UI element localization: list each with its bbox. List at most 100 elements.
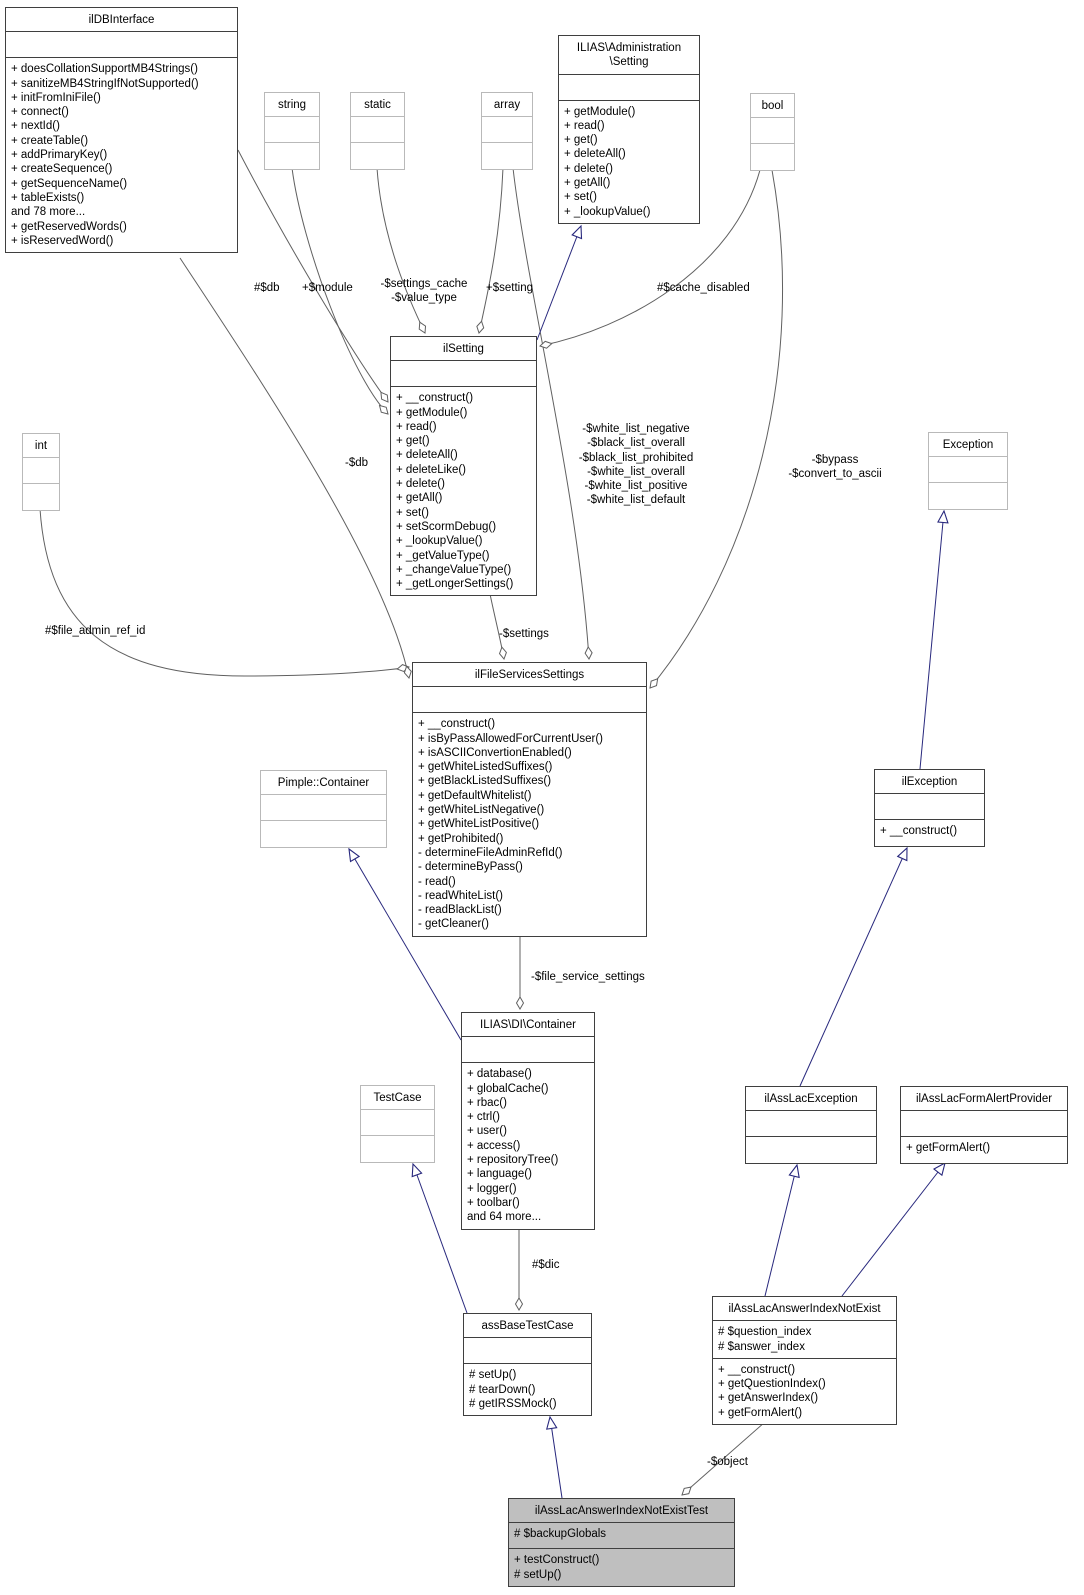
edge-label-setting: +$setting <box>486 282 533 294</box>
method: + getBlackListedSuffixes() <box>418 775 552 788</box>
class-box-string[interactable]: string <box>264 92 320 171</box>
method: - read() <box>418 875 456 888</box>
class-box-administration-setting[interactable]: ILIAS\Administration\Setting+ getModule(… <box>558 35 700 224</box>
class-box-di-container[interactable]: ILIAS\DI\Container+ database()+ globalCa… <box>461 1012 595 1230</box>
class-box-exception[interactable]: Exception <box>928 432 1008 511</box>
method: + getFormAlert() <box>906 1142 991 1155</box>
class-box-ilasslacexception[interactable]: ilAssLacException <box>745 1086 877 1165</box>
edge-label-settings: -$settings <box>499 628 549 640</box>
method-compartment: + database()+ globalCache()+ rbac()+ ctr… <box>462 1063 594 1228</box>
method: # tearDown() <box>469 1383 536 1396</box>
class-box-ildbinterface[interactable]: ilDBInterface + doesCollationSupportMB4St… <box>5 7 238 254</box>
class-title: Pimple::Container <box>261 771 386 796</box>
method: + set() <box>564 191 597 204</box>
edge-label-white-lists: -$white_list_negative-$black_list_overal… <box>565 422 707 508</box>
edge-label-object: -$object <box>707 1456 748 1468</box>
class-box-bool[interactable]: bool <box>750 93 795 172</box>
attribute-compartment <box>875 794 984 821</box>
class-title: ilDBInterface <box>6 8 237 33</box>
class-title: bool <box>751 94 794 119</box>
method: + doesCollationSupportMB4Strings() <box>11 63 198 76</box>
class-title: ilAssLacAnswerIndexNotExistTest <box>509 1499 734 1524</box>
edge-label-dic: #$dic <box>532 1259 560 1271</box>
inherit-answerindexnotexist-formalertprovider <box>841 1161 946 1297</box>
edge-label-line: -$black_list_prohibited <box>578 451 694 464</box>
method: # setUp() <box>469 1369 517 1382</box>
class-box-ilasslacanswerindexnotexist[interactable]: ilAssLacAnswerIndexNotExist # $question_i… <box>712 1296 897 1426</box>
method: + setScormDebug() <box>396 520 497 533</box>
method: + isReservedWord() <box>11 234 114 247</box>
edge-label-cache-disabled: #$cache_disabled <box>657 282 750 294</box>
class-title-line: ILIAS\Administration <box>576 42 682 54</box>
attribute-compartment <box>462 1037 594 1064</box>
method-compartment: # setUp()# tearDown()# getIRSSMock() <box>464 1364 591 1415</box>
attribute-compartment <box>351 117 404 144</box>
inherit-ilsetting-administrationsetting <box>536 224 583 341</box>
method: # setUp() <box>514 1568 562 1581</box>
method: and 64 more... <box>467 1211 542 1224</box>
method: + testConstruct() <box>514 1554 600 1567</box>
edge-label-line: -$value_type <box>391 292 457 305</box>
class-title: ILIAS\Administration\Setting <box>559 36 699 75</box>
class-box-ilexception[interactable]: ilException+ __construct() <box>874 769 985 848</box>
method: + isByPassAllowedForCurrentUser() <box>418 732 604 745</box>
class-box-array[interactable]: array <box>481 92 533 171</box>
class-title: static <box>351 93 404 118</box>
class-box-ilasslacformalertprovider[interactable]: ilAssLacFormAlertProvider+ getFormAlert(… <box>900 1086 1068 1165</box>
class-box-int[interactable]: int <box>22 433 60 512</box>
method: + getAll() <box>564 177 611 190</box>
method: + getReservedWords() <box>11 220 127 233</box>
method: + _getLongerSettings() <box>396 578 514 591</box>
edge-label-line: -$white_list_negative <box>582 423 690 435</box>
method: + repositoryTree() <box>467 1154 559 1167</box>
class-box-ilsetting[interactable]: ilSetting+ __construct()+ getModule()+ r… <box>390 336 537 597</box>
method-compartment <box>751 144 794 170</box>
inherit-ilasslacexception-ilexception <box>799 846 908 1087</box>
method: + createSequence() <box>11 163 113 176</box>
edge-label-bypass: -$bypass-$convert_to_ascii <box>780 453 890 482</box>
inherit-test-assbasetestcase <box>545 1415 563 1499</box>
method: + getAnswerIndex() <box>718 1392 819 1405</box>
edge-label-line: -$white_list_overall <box>587 465 685 478</box>
edge-label-file-service-settings: -$file_service_settings <box>531 971 645 983</box>
attribute-compartment <box>746 1111 876 1138</box>
attribute-compartment <box>929 457 1007 484</box>
method-compartment <box>265 143 319 169</box>
class-box-pimple-container[interactable]: Pimple::Container <box>260 770 387 849</box>
attribute: # $backupGlobals <box>514 1528 607 1541</box>
method-compartment: + __construct()+ getQuestionIndex()+ get… <box>713 1359 896 1424</box>
method-compartment <box>929 483 1007 509</box>
edge-label-line: -$white_list_default <box>586 494 686 507</box>
method-compartment <box>261 821 386 847</box>
class-box-assbasetestcase[interactable]: assBaseTestCase# setUp()# tearDown()# ge… <box>463 1313 592 1417</box>
edge-label-line: -$settings_cache <box>380 278 468 290</box>
edge-bool-ilfileservicessettings-bypass <box>649 169 784 689</box>
method: + _lookupValue() <box>396 535 483 548</box>
class-title: array <box>482 93 532 118</box>
method: + get() <box>396 435 430 448</box>
attribute-compartment <box>6 32 237 59</box>
method-compartment <box>482 143 532 169</box>
attribute-compartment <box>413 687 646 714</box>
class-box-testcase[interactable]: TestCase <box>360 1085 435 1164</box>
method: + getSequenceName() <box>11 177 128 190</box>
method: + read() <box>396 420 437 433</box>
method: + __construct() <box>718 1363 796 1376</box>
edge-label-line: -$white_list_positive <box>584 480 688 493</box>
class-title: ilAssLacException <box>746 1087 876 1112</box>
method: + getFormAlert() <box>718 1406 803 1419</box>
method: + initFromIniFile() <box>11 91 101 104</box>
class-title: string <box>265 93 319 118</box>
method: + _lookupValue() <box>564 205 651 218</box>
attribute: # $question_index <box>718 1326 812 1339</box>
method: + get() <box>564 134 598 147</box>
class-box-ilasslacanswerindexnotexisttest[interactable]: ilAssLacAnswerIndexNotExistTest # $backup… <box>508 1498 735 1587</box>
attribute: # $answer_index <box>718 1340 805 1353</box>
inherit-dicontainer-pimplecontainer <box>348 847 462 1041</box>
class-title: ilAssLacAnswerIndexNotExist <box>713 1297 896 1322</box>
class-box-static[interactable]: static <box>350 92 405 171</box>
method-compartment <box>351 143 404 169</box>
attribute-compartment <box>901 1111 1067 1138</box>
method: + getWhiteListNegative() <box>418 804 545 817</box>
class-box-ilfileservicessettings[interactable]: ilFileServicesSettings+ __construct()+ i… <box>412 662 647 937</box>
